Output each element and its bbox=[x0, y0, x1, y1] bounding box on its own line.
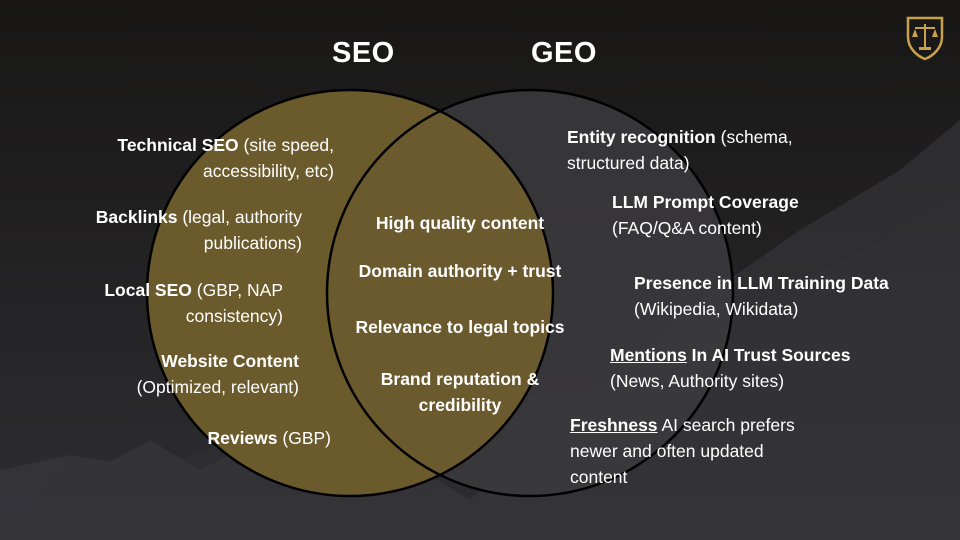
overlap-item: Domain authority + trust bbox=[358, 261, 562, 281]
seo-item-title: Website Content bbox=[161, 351, 299, 371]
venn-overlap bbox=[327, 90, 553, 496]
seo-item-technical: Technical SEO (site speed, accessibility… bbox=[117, 135, 334, 181]
seo-circle-outline bbox=[145, 88, 555, 498]
seo-item-title: Technical SEO bbox=[117, 135, 239, 155]
seo-item-website-content: Website Content (Optimized, relevant) bbox=[136, 351, 299, 397]
seo-item-backlinks: Backlinks (legal, authority publications… bbox=[95, 207, 302, 253]
overlap-item: Relevance to legal topics bbox=[355, 317, 565, 337]
seo-item-title: Reviews bbox=[207, 428, 278, 448]
geo-item-title: Presence in LLM Training Data bbox=[634, 273, 889, 293]
geo-item-entity: Entity recognition (schema, structured d… bbox=[567, 127, 793, 173]
geo-item-title: LLM Prompt Coverage bbox=[612, 192, 799, 212]
geo-item-llm-prompt: LLM Prompt Coverage (FAQ/Q&A content) bbox=[612, 192, 799, 238]
geo-item-mentions: Mentions In AI Trust Sources (News, Auth… bbox=[610, 345, 851, 391]
geo-item-freshness: Freshness AI search prefers newer and of… bbox=[570, 415, 795, 487]
seo-item-reviews: Reviews (GBP) bbox=[207, 428, 331, 448]
scales-of-justice-shield-icon bbox=[906, 16, 944, 61]
geo-item-training-data: Presence in LLM Training Data (Wikipedia… bbox=[634, 273, 889, 319]
geo-item-title: Freshness bbox=[570, 415, 658, 435]
geo-item-title: Entity recognition bbox=[567, 127, 716, 147]
overlap-item: High quality content bbox=[375, 213, 545, 233]
seo-heading: SEO bbox=[332, 37, 395, 69]
seo-item-local: Local SEO (GBP, NAP consistency) bbox=[104, 280, 283, 326]
overlap-item: Brand reputation & credibility bbox=[380, 369, 540, 415]
geo-item-title: Mentions bbox=[610, 345, 687, 365]
geo-circle-outline bbox=[325, 88, 735, 498]
geo-heading: GEO bbox=[531, 37, 597, 69]
seo-item-title: Backlinks bbox=[95, 207, 178, 227]
seo-item-title: Local SEO bbox=[104, 280, 192, 300]
